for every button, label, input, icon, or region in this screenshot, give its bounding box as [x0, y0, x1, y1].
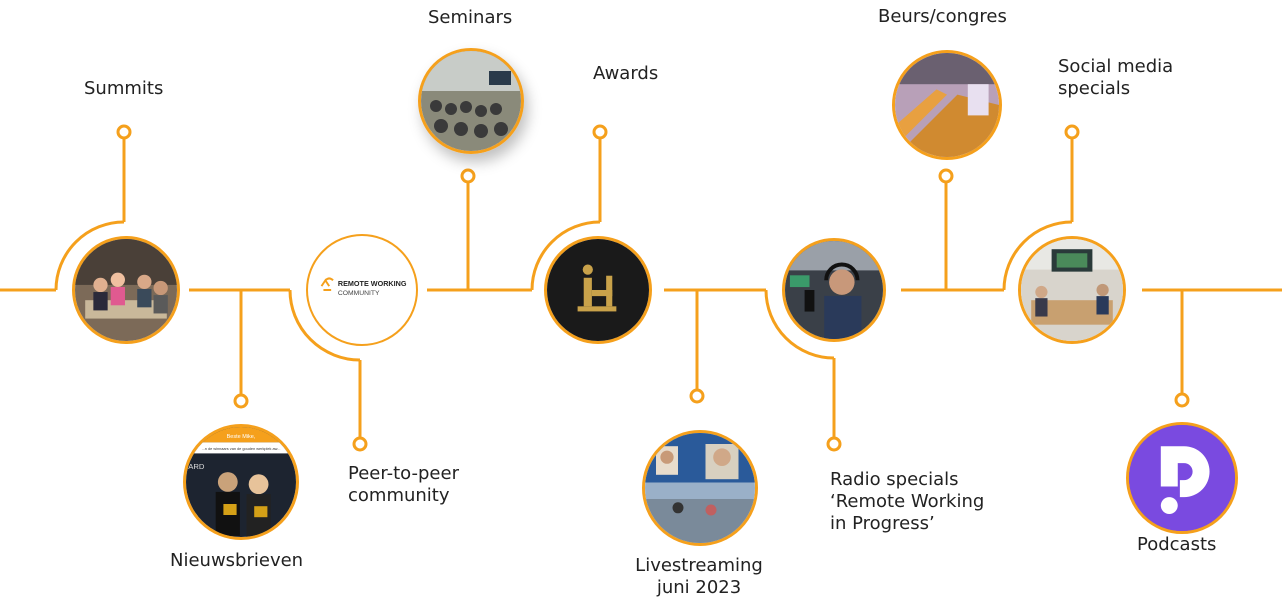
- summits-photo: [72, 236, 180, 344]
- livestreaming-photo: [642, 430, 758, 546]
- expo-hall-icon: [895, 53, 999, 157]
- beurs-photo: [892, 50, 1002, 160]
- awards-label: Awards: [593, 63, 659, 84]
- svg-text:COMMUNITY: COMMUNITY: [338, 290, 380, 297]
- podcasts-label: Podcasts: [1137, 534, 1217, 555]
- meeting-photo-icon: [75, 239, 177, 341]
- seminars-label: Seminars: [428, 7, 513, 28]
- podcasts-logo-circle: [1126, 422, 1238, 534]
- seminars-photo: [418, 48, 524, 154]
- social-label: Social media specials: [1058, 56, 1174, 99]
- svg-text:Beste Mike,: Beste Mike,: [227, 434, 256, 440]
- radio-studio-icon: [785, 241, 883, 339]
- podcast-logo-icon: [1129, 425, 1235, 531]
- seminar-photo-icon: [421, 51, 521, 151]
- radio-label: Radio specials ‘Remote Working in Progre…: [830, 469, 985, 534]
- newsletter-photo-icon: Beste Mike, ...n de winnaars van de goud…: [186, 427, 296, 537]
- beurs-label: Beurs/congres: [878, 6, 1007, 27]
- social-meeting-icon: [1021, 239, 1123, 341]
- summits-label: Summits: [84, 78, 164, 99]
- svg-text:...n de winnaars van de gouden: ...n de winnaars van de gouden werkplek …: [202, 447, 281, 451]
- peer-label: Peer-to-peer community: [348, 463, 459, 506]
- nieuwsbrieven-photo: Beste Mike, ...n de winnaars van de goud…: [183, 424, 299, 540]
- community-logo-icon: REMOTE WORKING COMMUNITY: [320, 277, 407, 297]
- nieuwsbrieven-label: Nieuwsbrieven: [170, 550, 304, 571]
- svg-text:REMOTE WORKING: REMOTE WORKING: [338, 279, 407, 288]
- radio-photo: [782, 238, 886, 342]
- svg-text:ARD: ARD: [188, 462, 205, 471]
- social-photo: [1018, 236, 1126, 344]
- livestreaming-label: Livestreaming juni 2023: [635, 555, 763, 598]
- awards-photo: [544, 236, 652, 344]
- award-trophy-icon: [547, 239, 649, 341]
- community-logo-circle: REMOTE WORKING COMMUNITY: [306, 234, 418, 346]
- livestream-photo-icon: [645, 433, 755, 543]
